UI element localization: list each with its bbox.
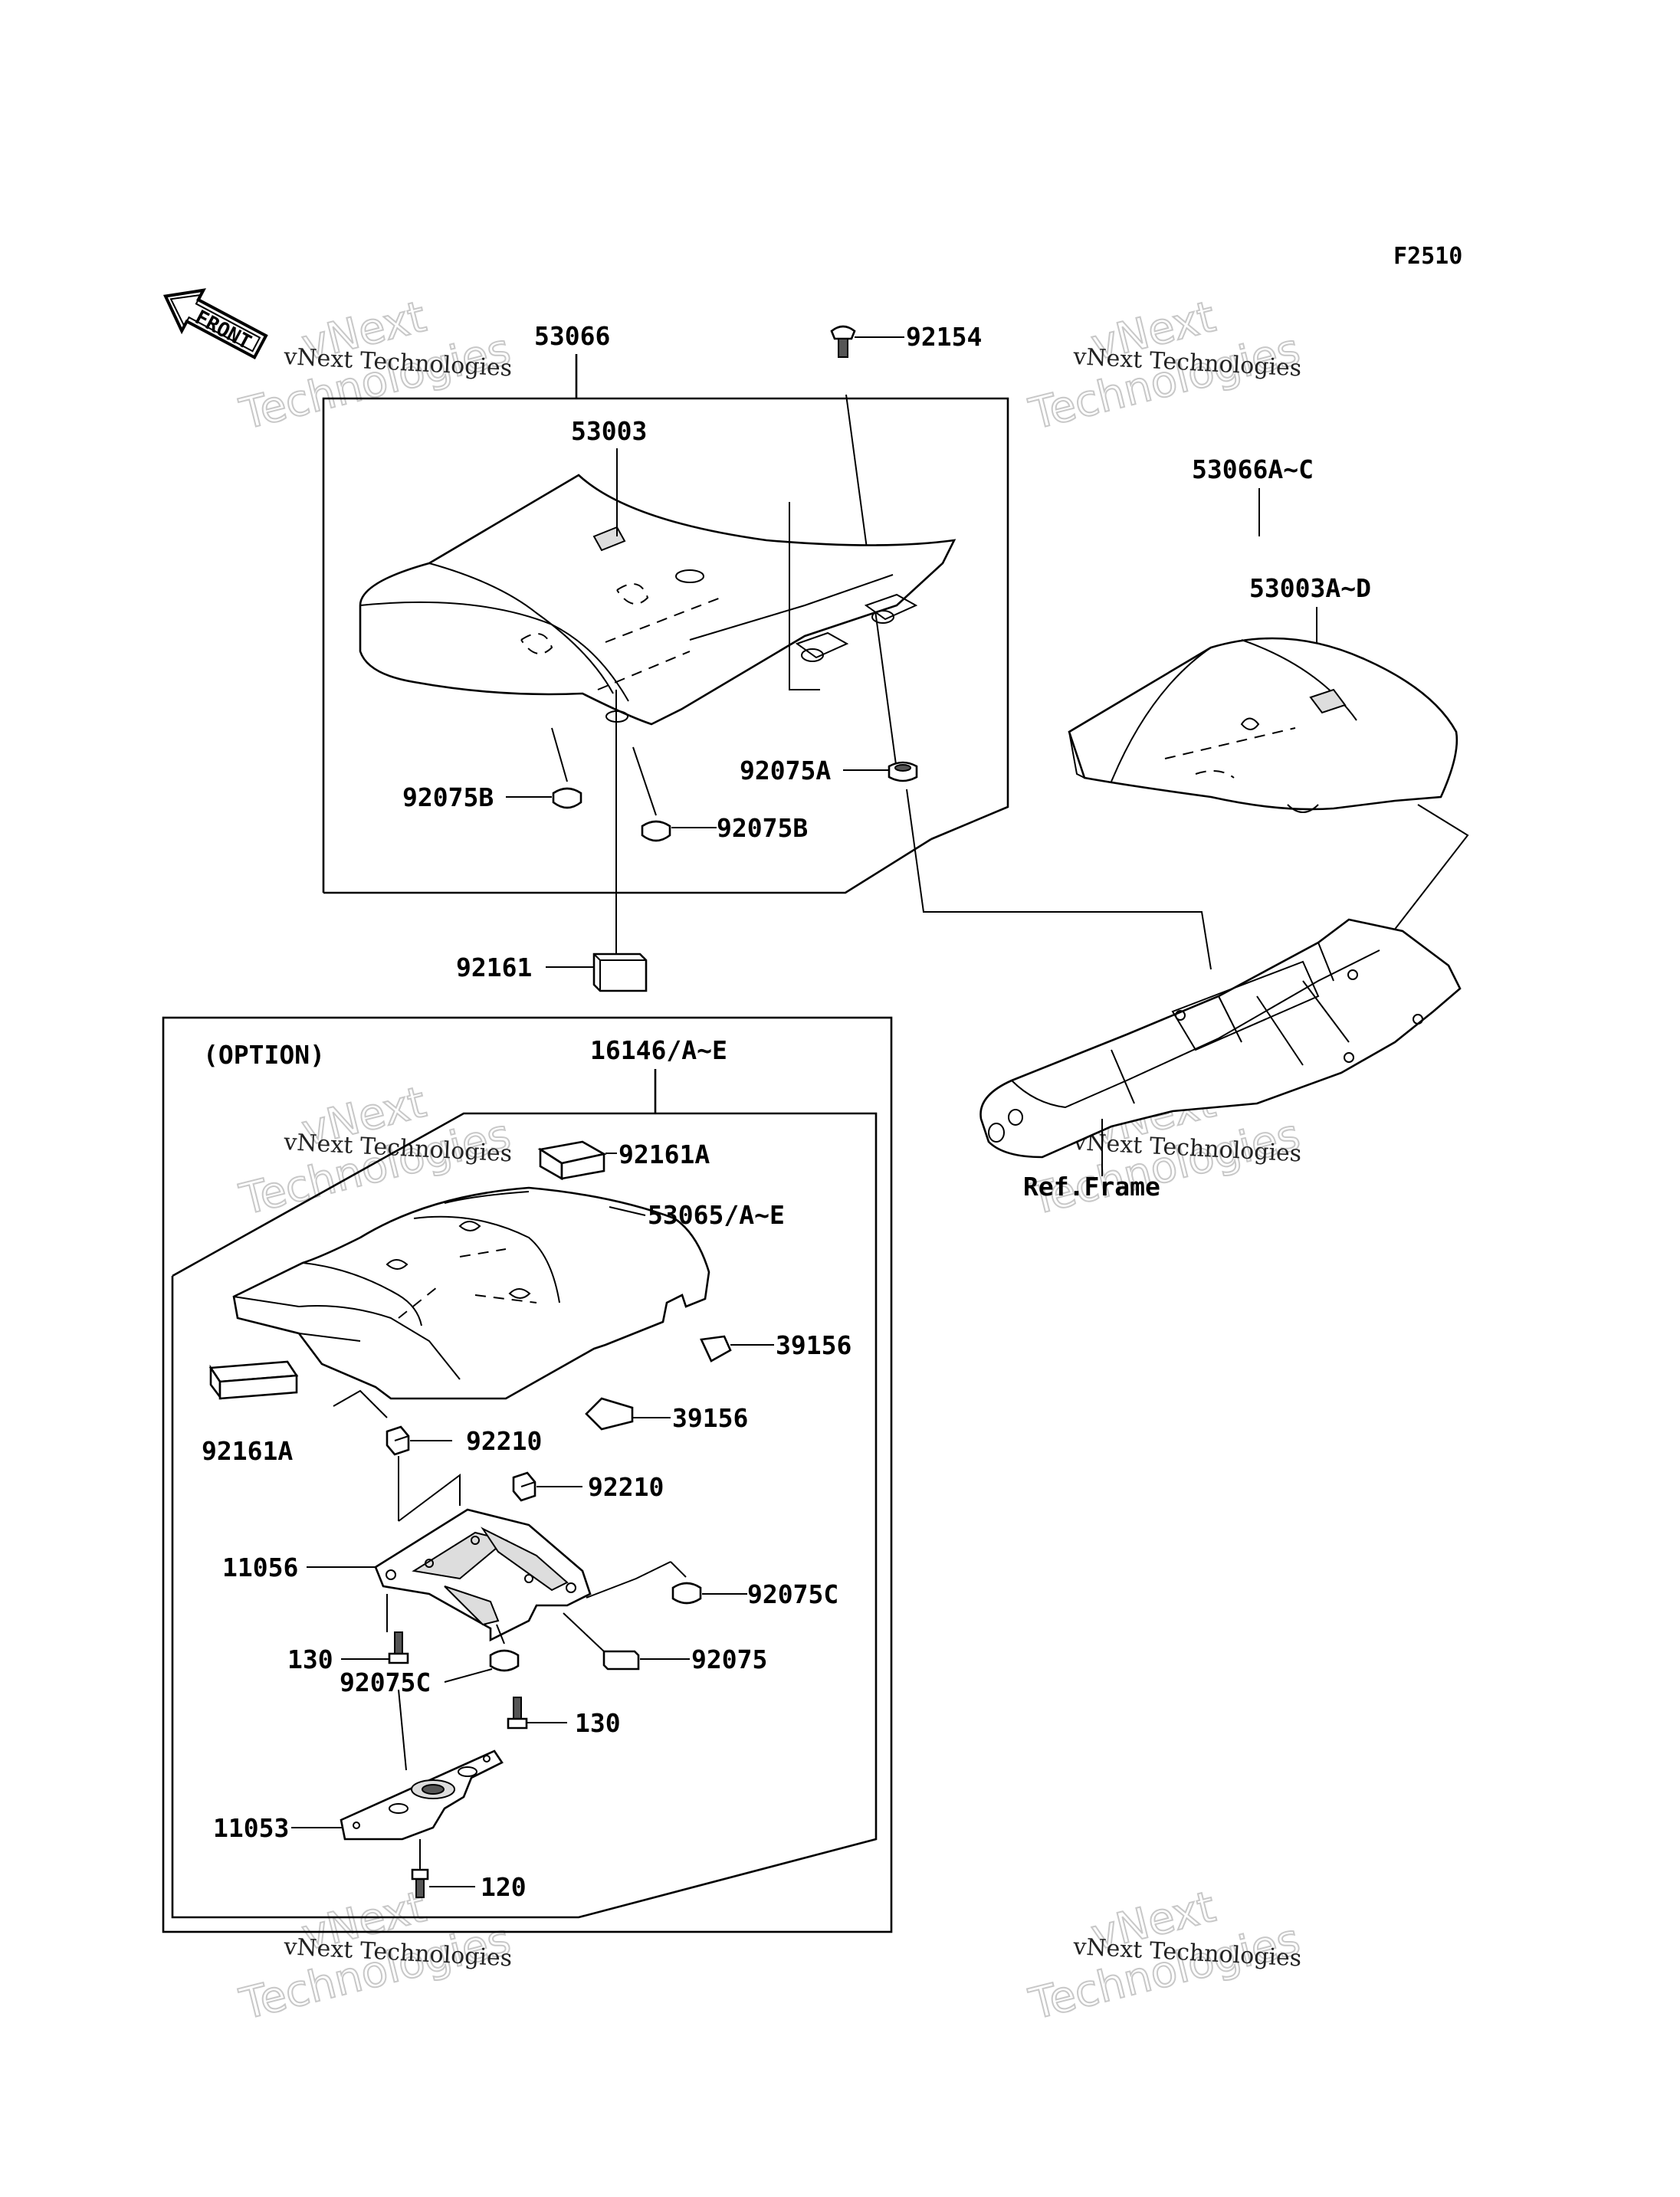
label-92210-left: 92210 xyxy=(466,1426,542,1456)
label-130-left: 130 xyxy=(287,1644,333,1674)
label-16146: 16146/A~E xyxy=(590,1035,727,1065)
label-92154: 92154 xyxy=(906,322,982,352)
label-92075A: 92075A xyxy=(740,756,831,785)
option-box xyxy=(162,1016,893,1933)
leader-92210-left-top xyxy=(333,1389,388,1418)
grommet-92075C-right xyxy=(670,1561,702,1605)
grommet-92075B-right xyxy=(632,746,671,842)
leader-92075C-right-bracket xyxy=(586,1561,671,1599)
label-130-right: 130 xyxy=(575,1708,621,1738)
label-53003A-D: 53003A~D xyxy=(1249,573,1371,603)
label-92210-right: 92210 xyxy=(588,1472,664,1502)
label-92075C-left: 92075C xyxy=(340,1667,431,1697)
pad-92161A-left xyxy=(208,1360,299,1400)
option-label: (OPTION) xyxy=(203,1040,325,1070)
bracket-11056 xyxy=(398,1474,461,1522)
seat-cover-53066A-C xyxy=(1068,637,1459,813)
watermark-bottom-left: vNext Technologies vNext Technologies xyxy=(235,1881,517,2031)
base-plate-11056 xyxy=(374,1508,592,1642)
leader-11056-11053 xyxy=(398,1689,407,1771)
label-92161A-left: 92161A xyxy=(202,1436,293,1466)
seat-assembly-bracket xyxy=(322,354,1009,894)
label-92075B-left: 92075B xyxy=(402,782,494,812)
seat-cowl-53065 xyxy=(232,1186,710,1400)
label-53066: 53066 xyxy=(534,321,610,351)
pad-92161A-top xyxy=(537,1140,607,1181)
pad-92075 xyxy=(602,1650,640,1671)
label-53065: 53065/A~E xyxy=(648,1200,785,1230)
label-11056: 11056 xyxy=(222,1553,298,1582)
lower-plate-11053 xyxy=(340,1749,504,1841)
label-53066A-C: 53066A~C xyxy=(1192,454,1314,484)
screw-120 xyxy=(411,1868,429,1898)
bolt-130-left xyxy=(388,1631,409,1664)
label-11053: 11053 xyxy=(213,1813,289,1843)
label-92161A-top: 92161A xyxy=(619,1139,710,1169)
option-inner-bracket xyxy=(171,1112,878,1919)
label-120: 120 xyxy=(481,1872,527,1902)
label-92161: 92161 xyxy=(456,953,532,982)
bumper-39156-upper xyxy=(700,1335,732,1362)
leader-92075A-frame xyxy=(906,789,1212,970)
bolt-130-right xyxy=(507,1697,528,1730)
label-92075B-right: 92075B xyxy=(717,813,808,843)
rear-frame xyxy=(979,918,1462,1159)
label-39156-lower: 39156 xyxy=(672,1403,748,1433)
label-92075C-right: 92075C xyxy=(747,1579,838,1609)
seat-53003 xyxy=(359,474,956,726)
watermark-bottom-right: vNext Technologies vNext Technologies xyxy=(1024,1881,1306,2031)
label-39156-upper: 39156 xyxy=(776,1330,851,1360)
label-92075: 92075 xyxy=(691,1644,767,1674)
grommet-92075C-left xyxy=(489,1624,520,1672)
pad-92161 xyxy=(592,953,648,992)
leader-92075-bracket xyxy=(563,1612,605,1652)
bumper-39156-lower xyxy=(585,1397,634,1431)
watermark-top-right: vNext Technologies vNext Technologies xyxy=(1024,291,1306,441)
bracket-92154 xyxy=(789,502,820,690)
bolt-92154 xyxy=(830,325,904,358)
grommet-92075A xyxy=(888,761,918,782)
nut-92210-right xyxy=(512,1471,536,1502)
watermark-top-left: vNext Technologies vNext Technologies xyxy=(235,291,517,441)
grommet-92075B-left xyxy=(551,727,582,809)
nut-92210-left xyxy=(386,1425,410,1456)
diagram-code: F2510 xyxy=(1393,243,1462,270)
front-arrow-icon: FRONT xyxy=(162,288,268,360)
ref-frame-label: Ref.Frame xyxy=(1023,1172,1160,1202)
label-53003: 53003 xyxy=(571,416,647,446)
